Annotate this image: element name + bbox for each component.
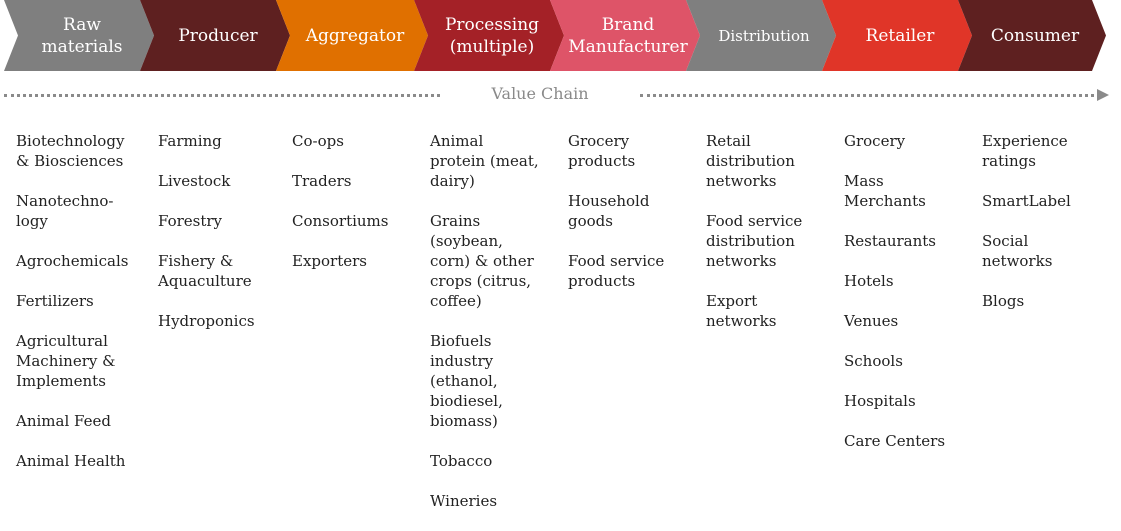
list-item: Agricultural Machinery & Implements bbox=[16, 332, 116, 390]
list-item: Blogs bbox=[982, 292, 1025, 310]
list-item: Biotechnology & Biosciences bbox=[16, 132, 125, 170]
list-item: Hospitals bbox=[844, 392, 916, 410]
list-item: Mass Merchants bbox=[844, 172, 926, 210]
column-aggregator: Co-ops Traders Consortiums Exporters bbox=[292, 131, 422, 291]
list-item: Retail distribution networks bbox=[706, 132, 795, 190]
stage-label: Aggregator bbox=[305, 25, 405, 46]
column-retailer: Grocery Mass Merchants Restaurants Hotel… bbox=[844, 131, 974, 471]
stage-label: Producer bbox=[178, 25, 258, 46]
stage-label: Distribution bbox=[718, 26, 810, 45]
list-item: Nanotechno- logy bbox=[16, 192, 114, 230]
list-item: Wineries bbox=[430, 492, 498, 510]
list-item: Fertilizers bbox=[16, 292, 94, 310]
list-item: Export networks bbox=[706, 292, 777, 330]
list-item: Care Centers bbox=[844, 432, 946, 450]
stage-label: Retailer bbox=[865, 25, 935, 46]
value-chain-dotted-line-left bbox=[4, 94, 440, 97]
list-item: Traders bbox=[292, 172, 352, 190]
stage-processing: Processing (multiple) bbox=[414, 0, 564, 71]
list-item: Tobacco bbox=[430, 452, 493, 470]
stage-raw-materials: Raw materials bbox=[4, 0, 154, 71]
list-item: Household goods bbox=[568, 192, 650, 230]
list-item: Agrochemicals bbox=[16, 252, 129, 270]
stage-label: Processing (multiple) bbox=[444, 14, 540, 57]
stage-label: Raw materials bbox=[41, 14, 123, 57]
list-item: Animal protein (meat, dairy) bbox=[430, 132, 539, 190]
list-item: Animal Health bbox=[16, 452, 126, 470]
list-item: Food service products bbox=[568, 252, 665, 290]
list-item: Hydroponics bbox=[158, 312, 255, 330]
list-item: Livestock bbox=[158, 172, 231, 190]
list-item: Grains (soybean, corn) & other crops (ci… bbox=[430, 212, 534, 310]
list-item: Biofuels industry (ethanol, biodiesel, b… bbox=[430, 332, 503, 430]
stage-distribution: Distribution bbox=[686, 0, 836, 71]
stage-brand-manufacturer: Brand Manufacturer bbox=[550, 0, 700, 71]
value-chain-stages: Raw materials Producer Aggregator Proces… bbox=[0, 0, 1121, 72]
column-distribution: Retail distribution networks Food servic… bbox=[706, 131, 836, 351]
list-item: Fishery & Aquaculture bbox=[158, 252, 252, 290]
column-processing: Animal protein (meat, dairy) Grains (soy… bbox=[430, 131, 560, 531]
stage-label: Brand Manufacturer bbox=[568, 14, 688, 57]
value-chain-dotted-line-right bbox=[640, 94, 1100, 97]
list-item: Hotels bbox=[844, 272, 894, 290]
value-chain-label: Value Chain bbox=[491, 84, 589, 103]
list-item: Schools bbox=[844, 352, 903, 370]
stage-retailer: Retailer bbox=[822, 0, 972, 71]
list-item: Food service distribution networks bbox=[706, 212, 803, 270]
stage-producer: Producer bbox=[140, 0, 290, 71]
column-consumer: Experience ratings SmartLabel Social net… bbox=[982, 131, 1112, 331]
stage-label: Consumer bbox=[990, 25, 1080, 46]
list-item: Forestry bbox=[158, 212, 223, 230]
list-item: Venues bbox=[844, 312, 899, 330]
list-item: Farming bbox=[158, 132, 222, 150]
list-item: Exporters bbox=[292, 252, 367, 270]
column-producer: Farming Livestock Forestry Fishery & Aqu… bbox=[158, 131, 283, 351]
arrow-right-icon bbox=[1097, 89, 1109, 101]
list-item: Animal Feed bbox=[16, 412, 111, 430]
list-item: Social networks bbox=[982, 232, 1053, 270]
list-item: Grocery products bbox=[568, 132, 636, 170]
list-item: Grocery bbox=[844, 132, 906, 150]
list-item: SmartLabel bbox=[982, 192, 1071, 210]
list-item: Experience ratings bbox=[982, 132, 1068, 170]
stage-aggregator: Aggregator bbox=[276, 0, 428, 71]
list-item: Restaurants bbox=[844, 232, 936, 250]
column-raw-materials: Biotechnology & Biosciences Nanotechno- … bbox=[16, 131, 146, 491]
stage-consumer: Consumer bbox=[958, 0, 1106, 71]
list-item: Co-ops bbox=[292, 132, 344, 150]
column-brand-manufacturer: Grocery products Household goods Food se… bbox=[568, 131, 698, 311]
list-item: Consortiums bbox=[292, 212, 389, 230]
